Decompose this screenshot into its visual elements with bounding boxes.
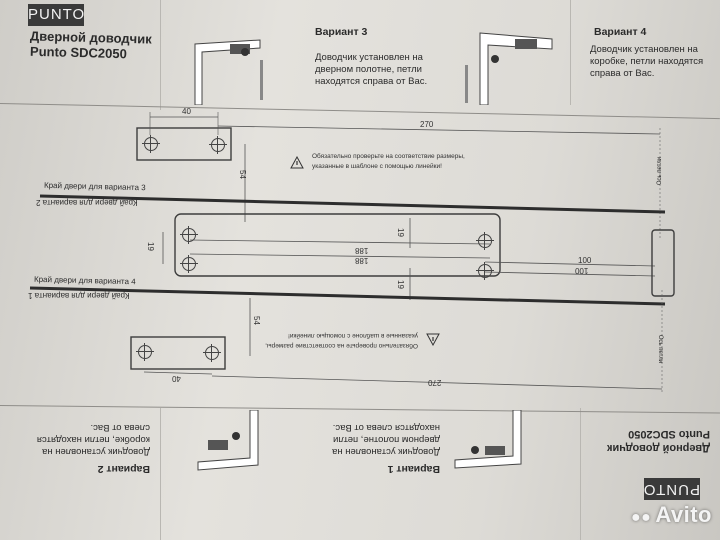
watermark-text: Avito [655,502,712,527]
body-hole-bottom-left [180,255,198,273]
warning-bottom-line1: Обязательно проверьте на соответствие ра… [265,342,418,349]
punto-logo: PUNTO [28,4,84,26]
fold-line-bottom [160,408,161,540]
dim-top-drop: 54 [237,170,247,179]
avito-watermark: ●●Avito [631,502,712,528]
variant4-title: Вариант 4 [594,26,647,38]
hinge-axis-label-top: Ось петли [657,156,664,186]
variant1-text-line3: находятся слева от Вас. [332,422,440,433]
variant3-door-illustration [190,30,275,106]
dim-top-plate-width: 40 [182,107,191,116]
bottom-plate-hole-right [203,344,221,362]
variant4-text-line1: Доводчик установлен на [590,44,698,55]
variant2-text-line3: слева от Вас. [90,422,150,433]
top-plate-hole-left [142,135,160,153]
warning-triangle-icon [290,156,304,169]
footer-title-line1: Дверной доводчик [606,442,710,454]
warning-top-line1: Обязательно проверьте на соответствие ра… [312,153,465,160]
edge-label-variant1: Край двери для варианта 1 [28,291,130,300]
variant4-door-illustration [460,25,555,106]
variant2-door-illustration [190,409,270,480]
warning-bottom-line2: указанные в шаблоне с помощью линейки! [288,332,418,339]
fold-line-left [160,0,161,110]
dim-mid-outer: 188 [355,246,369,255]
dim-bottom-drop: 54 [251,316,261,325]
variant3-text-line2: дверном полотне, петли [315,64,422,75]
fold-line-bottom-right [580,408,581,540]
dim-left-gap: 19 [145,242,155,251]
variant4-text-line2: коробке, петли находятся [590,56,704,67]
variant1-text-line2: дверном полотне, петли [333,434,440,445]
dim-bottom-plate-width: 40 [172,374,181,383]
dim-right-100-a: 100 [578,256,592,265]
bottom-plate-hole-left [136,343,154,361]
dim-top-span: 270 [420,120,434,129]
variant1-title: Вариант 1 [387,463,440,475]
fold-line-right [570,0,571,105]
dim-right-gap-top: 19 [395,228,405,237]
warning-bottom: Обязательно проверьте на соответствие ра… [265,326,440,350]
edge-label-variant2: Край двери для варианта 2 [36,198,138,207]
dim-right-100-b: 100 [575,266,589,275]
punto-logo-footer: PUNTO [643,478,700,500]
warning-triangle-icon [426,333,440,346]
variant4-text-line3: справа от Вас. [590,68,655,79]
variant2-title: Вариант 2 [97,463,150,475]
body-hole-top-right [476,232,494,250]
footer-header: PUNTO Дверной доводчик Punto SDC2050 [585,420,710,500]
variant3-text-line3: находятся справа от Вас. [315,76,428,87]
dim-bottom-span: 270 [428,378,442,387]
dim-mid-inner: 188 [355,256,369,265]
avito-dots-icon: ●● [630,509,652,526]
variant3-text-line1: Доводчик установлен на [315,52,423,63]
top-plate-hole-right [209,136,227,154]
warning-top-line2: указанные в шаблоне с помощью линейки! [312,163,442,170]
body-hole-bottom-right [476,262,494,280]
hinge-axis-label-bottom: Ось петли [657,334,664,364]
variant2-panel: Вариант 2 Доводчик установлен на коробке… [20,415,160,475]
variant1-panel: Вариант 1 Доводчик установлен на дверном… [290,415,440,475]
variant1-door-illustration [445,409,530,480]
body-hole-top-left [180,226,198,244]
variant1-text-line1: Доводчик установлен на [332,446,440,457]
dim-right-gap-bottom: 19 [395,280,405,289]
variant2-text-line1: Доводчик установлен на [42,446,150,457]
variant3-title: Вариант 3 [315,26,368,38]
footer-title-line2: Punto SDC2050 [628,428,710,440]
variant2-text-line2: коробке, петли находятся [36,434,150,445]
